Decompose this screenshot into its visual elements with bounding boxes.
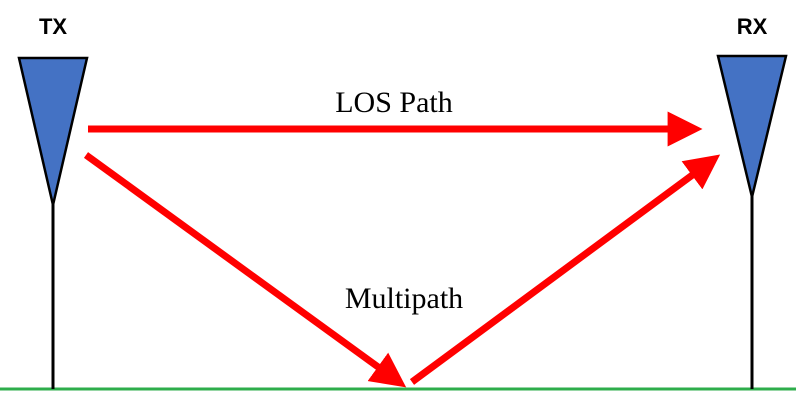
- tx-antenna-triangle-icon: [17, 56, 89, 206]
- rx-label: RX: [737, 14, 768, 39]
- tx-label: TX: [39, 14, 67, 39]
- multipath-reflected-arrow: [409, 154, 721, 385]
- multipath-label: Multipath: [345, 282, 463, 315]
- rx-antenna-triangle-icon: [716, 54, 788, 198]
- rx-antenna: [716, 54, 788, 389]
- multipath-incident-arrow: [83, 152, 407, 388]
- los-path-label: LOS Path: [335, 86, 453, 119]
- tx-antenna: [17, 56, 89, 389]
